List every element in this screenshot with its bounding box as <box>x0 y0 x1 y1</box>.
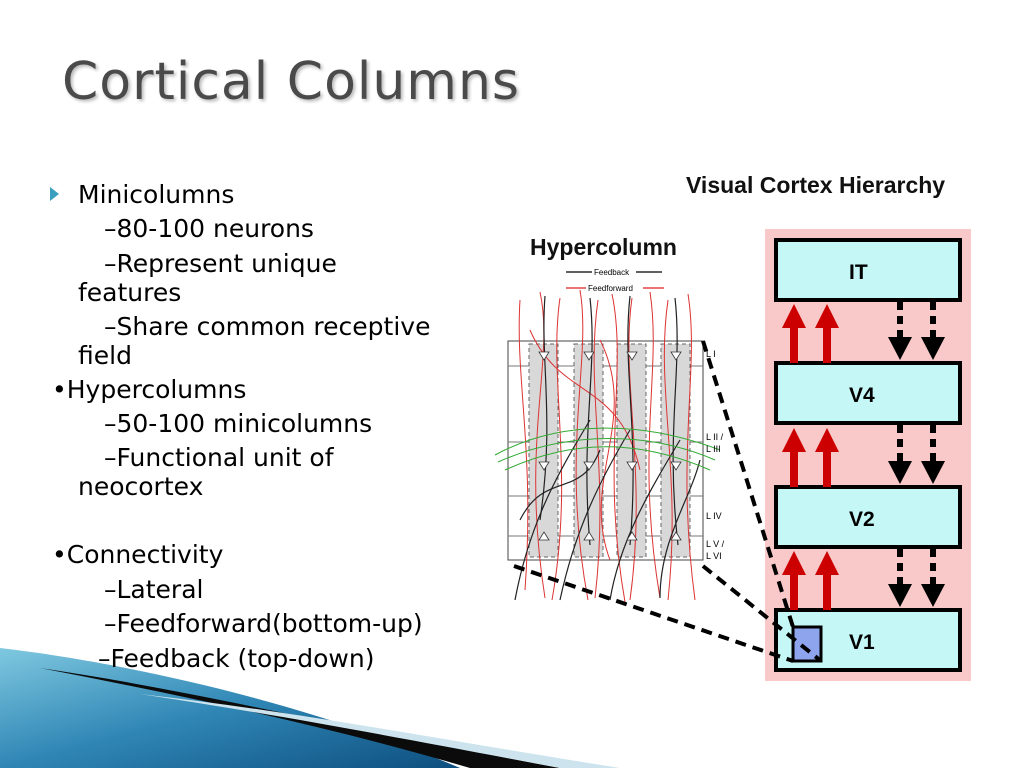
layer-label: L II / <box>706 432 724 442</box>
feedback-arrows <box>888 302 945 607</box>
bullet-connectivity: •Connectivity <box>52 540 224 569</box>
area-box-v4 <box>774 361 962 425</box>
layer-label: L III <box>706 444 721 454</box>
feedforward-arrow-icon <box>782 551 806 610</box>
sub-bullet-continuation: field <box>78 341 132 370</box>
sub-bullet-unique-features: –Represent unique <box>104 249 337 278</box>
bullet-hypercolumns: •Hypercolumns <box>52 375 247 404</box>
feedforward-arrow-icon <box>815 428 839 487</box>
slide-title: Cortical Columns <box>62 52 520 112</box>
minicolumn <box>528 343 559 558</box>
sub-bullet-continuation: features <box>78 278 182 307</box>
sub-bullet-lateral: –Lateral <box>104 575 204 604</box>
lateral-fibers <box>494 427 721 471</box>
legend-feedforward-label: Feedforward <box>588 284 633 293</box>
feedforward-arrow-icon <box>815 304 839 363</box>
hierarchy-title: Visual Cortex Hierarchy <box>686 172 945 198</box>
feedback-arrow-icon <box>888 425 912 484</box>
area-box-it <box>774 238 962 302</box>
feedback-arrow-icon <box>888 302 912 360</box>
sub-bullet-80-100-neurons: –80-100 neurons <box>104 214 314 243</box>
minicolumns <box>528 343 691 558</box>
layer-label: L V / <box>706 539 725 549</box>
area-box-v2 <box>774 485 962 549</box>
sub-bullet-continuation: neocortex <box>78 472 204 501</box>
sub-bullet-receptive-field: –Share common receptive <box>104 312 431 341</box>
bullet-minicolumns: Minicolumns <box>78 180 235 209</box>
feedforward-arrow-icon <box>782 304 806 363</box>
area-label-v1: V1 <box>849 631 875 654</box>
feedforward-arrow-icon <box>782 428 806 487</box>
hypercolumn-title: Hypercolumn <box>530 234 677 260</box>
layer-label: L VI <box>706 551 722 561</box>
feedback-arrow-icon <box>921 302 945 360</box>
sub-bullet-50-100-minicolumns: –50-100 minicolumns <box>104 409 373 438</box>
feedback-fibers <box>514 295 701 601</box>
feedforward-arrow-icon <box>815 551 839 610</box>
zoom-lines <box>513 340 823 663</box>
sub-bullet-functional-unit: –Functional unit of <box>104 443 334 472</box>
sub-bullet-feedback: –Feedback (top-down) <box>98 644 375 673</box>
feedback-arrow-icon <box>888 549 912 607</box>
feedforward-arrows <box>782 304 839 610</box>
legend-feedback-label: Feedback <box>594 268 630 277</box>
v1-hypercolumn-patch <box>791 625 823 663</box>
layer-label: L I <box>706 349 716 359</box>
area-label-v2: V2 <box>849 508 875 531</box>
sub-bullet-feedforward: –Feedforward(bottom-up) <box>104 609 423 638</box>
layer-label: L IV <box>706 511 722 521</box>
feedback-arrow-icon <box>921 425 945 484</box>
area-label-it: IT <box>849 261 868 284</box>
neuron-markers <box>538 351 682 541</box>
area-label-v4: V4 <box>849 384 875 407</box>
bullet-arrow-icon <box>50 187 59 201</box>
hierarchy-background <box>765 229 971 681</box>
feedback-arrow-icon <box>921 549 945 607</box>
